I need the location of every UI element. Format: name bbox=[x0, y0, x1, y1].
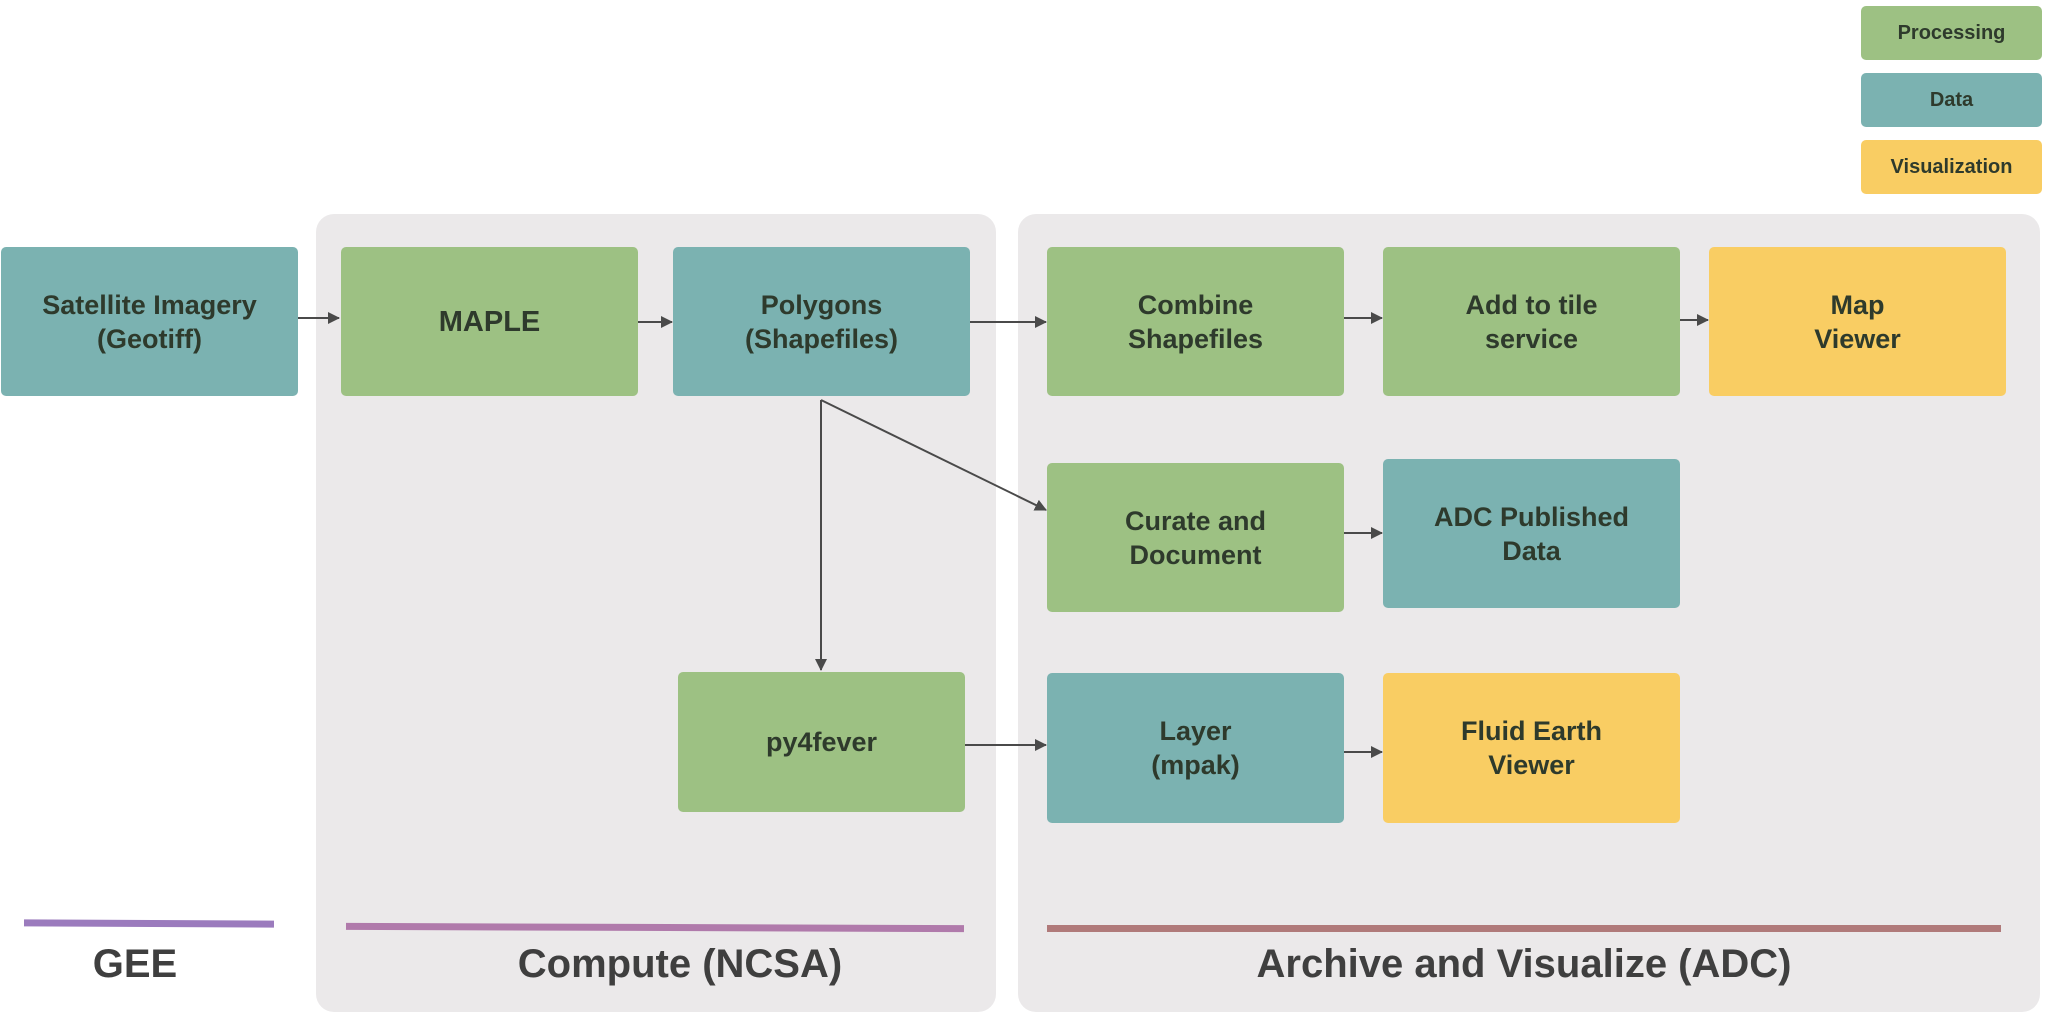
legend-data: Data bbox=[1861, 73, 2042, 127]
gee-section-label: GEE bbox=[92, 942, 178, 986]
node-polygons: Polygons (Shapefiles) bbox=[673, 247, 970, 396]
legend-processing: Processing bbox=[1861, 6, 2042, 60]
arrow-polygons-curate bbox=[820, 399, 1047, 511]
node-add-to-tile-service: Add to tile service bbox=[1383, 247, 1680, 396]
node-maple: MAPLE bbox=[341, 247, 638, 396]
legend-visualization: Visualization bbox=[1861, 140, 2042, 194]
node-py4fever: py4fever bbox=[678, 672, 965, 812]
node-fluid-earth-viewer: Fluid Earth Viewer bbox=[1383, 673, 1680, 823]
node-map-viewer: Map Viewer bbox=[1709, 247, 2006, 396]
node-satellite-imagery: Satellite Imagery (Geotiff) bbox=[1, 247, 298, 396]
node-layer-mpak: Layer (mpak) bbox=[1047, 673, 1344, 823]
node-adc-published-data: ADC Published Data bbox=[1383, 459, 1680, 608]
gee-section-bar bbox=[23, 919, 275, 928]
node-curate-and-document: Curate and Document bbox=[1047, 463, 1344, 612]
compute-section-label: Compute (NCSA) bbox=[517, 942, 843, 986]
node-combine-shapefiles: Combine Shapefiles bbox=[1047, 247, 1344, 396]
archive-section-bar bbox=[1047, 925, 2001, 932]
archive-section-label: Archive and Visualize (ADC) bbox=[1256, 942, 1792, 986]
